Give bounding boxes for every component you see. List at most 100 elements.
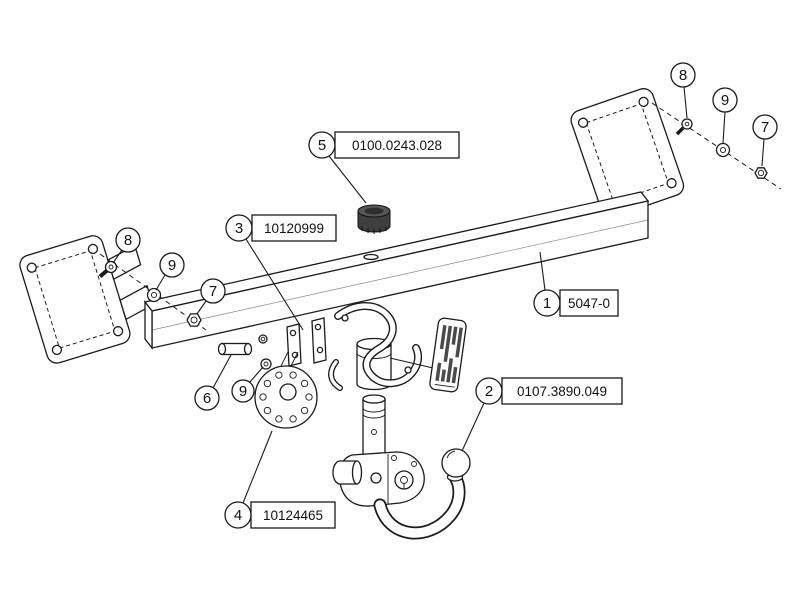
callout-leader xyxy=(196,300,207,315)
label-bar xyxy=(446,358,454,383)
flange-hole xyxy=(289,371,297,379)
callout-leader xyxy=(245,238,304,331)
flange-arm xyxy=(289,351,299,369)
curved-bracket-face xyxy=(335,303,421,386)
callout-number: 5 xyxy=(318,137,326,154)
part-code: 5047-0 xyxy=(568,296,610,311)
shaft-band xyxy=(362,413,386,419)
housing-bolt xyxy=(411,461,417,467)
callout-9-left: 9 xyxy=(155,252,185,291)
part-code-box xyxy=(251,214,337,242)
callout-8-left: 8 xyxy=(112,227,141,264)
left-plate-body xyxy=(19,235,131,364)
callout-leader xyxy=(249,366,264,383)
insert-shaft xyxy=(362,398,386,456)
nut-hole xyxy=(757,169,765,177)
callout-leader xyxy=(683,86,688,119)
callout-number: 8 xyxy=(124,232,132,249)
flange-hole xyxy=(263,379,272,388)
left-plate-hole xyxy=(112,326,124,337)
label-leader xyxy=(389,357,434,369)
callout-number: 7 xyxy=(209,283,217,300)
shaft-band xyxy=(362,407,386,413)
callout-9-mid: 9 xyxy=(231,366,264,403)
right-plate-hole xyxy=(638,96,649,108)
nut-right xyxy=(754,167,768,179)
crossbar-edge-line xyxy=(151,219,649,331)
label-bar xyxy=(451,366,458,384)
receiver-tube-ring xyxy=(356,352,392,359)
flange-hole xyxy=(263,406,272,415)
flange-center-hole xyxy=(279,383,297,401)
label-bar xyxy=(443,325,453,362)
small-hook-face xyxy=(329,360,342,390)
label-bar xyxy=(440,369,446,382)
flange-arm xyxy=(279,351,289,369)
callout-leader xyxy=(461,402,485,452)
bolt-shaft xyxy=(98,268,109,279)
callout-number: 9 xyxy=(168,257,176,274)
tow-ball xyxy=(441,448,471,478)
flange-hole xyxy=(300,406,309,415)
bolt-head-center xyxy=(108,264,114,270)
callout-number: 7 xyxy=(761,119,769,136)
nut-hex xyxy=(754,167,768,179)
callout-1: 1 5047-0 xyxy=(533,251,619,317)
callout-circle xyxy=(752,114,778,140)
part-code-box xyxy=(334,131,460,159)
callout-7-left: 7 xyxy=(196,278,226,315)
flange-hole xyxy=(259,393,267,401)
flange-hole xyxy=(275,371,283,379)
part-code: 10120999 xyxy=(264,221,324,236)
washer-right xyxy=(715,142,731,158)
left-plate-hidden-edge xyxy=(34,250,116,349)
housing-bolt xyxy=(391,455,397,461)
bolt-head xyxy=(104,260,118,274)
callout-number: 6 xyxy=(203,390,211,407)
left-plate-hole xyxy=(51,344,63,356)
washer-mid xyxy=(260,358,272,370)
bolt-tip xyxy=(217,342,227,356)
callout-number: 4 xyxy=(234,507,242,524)
label-text-line xyxy=(434,384,455,388)
left-plate-hole xyxy=(26,262,37,273)
release-knob-base xyxy=(351,460,363,485)
washer-inner xyxy=(150,291,158,299)
callout-circle xyxy=(231,379,255,403)
callout-6: 6 xyxy=(194,354,232,411)
housing-pin xyxy=(370,472,382,484)
part-code-box xyxy=(501,377,623,405)
receiver-bracket-assembly xyxy=(258,302,423,391)
right-plate-hole xyxy=(666,178,677,189)
callout-circle xyxy=(115,227,141,253)
bolt-right xyxy=(675,118,693,136)
small-bolt-head xyxy=(258,334,268,344)
nut-hex xyxy=(186,313,202,327)
nut-hole xyxy=(190,316,198,324)
washer-outer xyxy=(260,358,272,370)
bolt-head-center xyxy=(684,121,690,127)
callout-4: 4 10124465 xyxy=(224,430,336,529)
label-bar xyxy=(455,327,463,358)
insert-shaft-top xyxy=(362,394,386,404)
part-code: 10124465 xyxy=(263,508,323,523)
washer-outer xyxy=(146,287,162,303)
callout-number: 9 xyxy=(239,383,247,400)
callout-number: 1 xyxy=(543,295,551,312)
cap-hole xyxy=(363,253,379,261)
part-code-box xyxy=(250,501,336,529)
part-code: 0100.0243.028 xyxy=(352,138,442,153)
strap-hole xyxy=(314,323,322,331)
shaft-notch xyxy=(371,429,377,435)
callout-8-right: 8 xyxy=(670,62,696,119)
callout-leader xyxy=(155,274,166,291)
callout-number: 9 xyxy=(721,92,729,109)
callout-number: 8 xyxy=(679,67,687,84)
callout-leader xyxy=(761,138,765,167)
callout-9-right: 9 xyxy=(712,87,738,144)
nut-left xyxy=(186,313,202,327)
tow-ball-highlight xyxy=(446,450,456,459)
hole-flange-disc xyxy=(254,351,318,429)
callout-2: 2 0107.3890.049 xyxy=(461,377,623,452)
crossbar-end-cap xyxy=(144,300,153,350)
